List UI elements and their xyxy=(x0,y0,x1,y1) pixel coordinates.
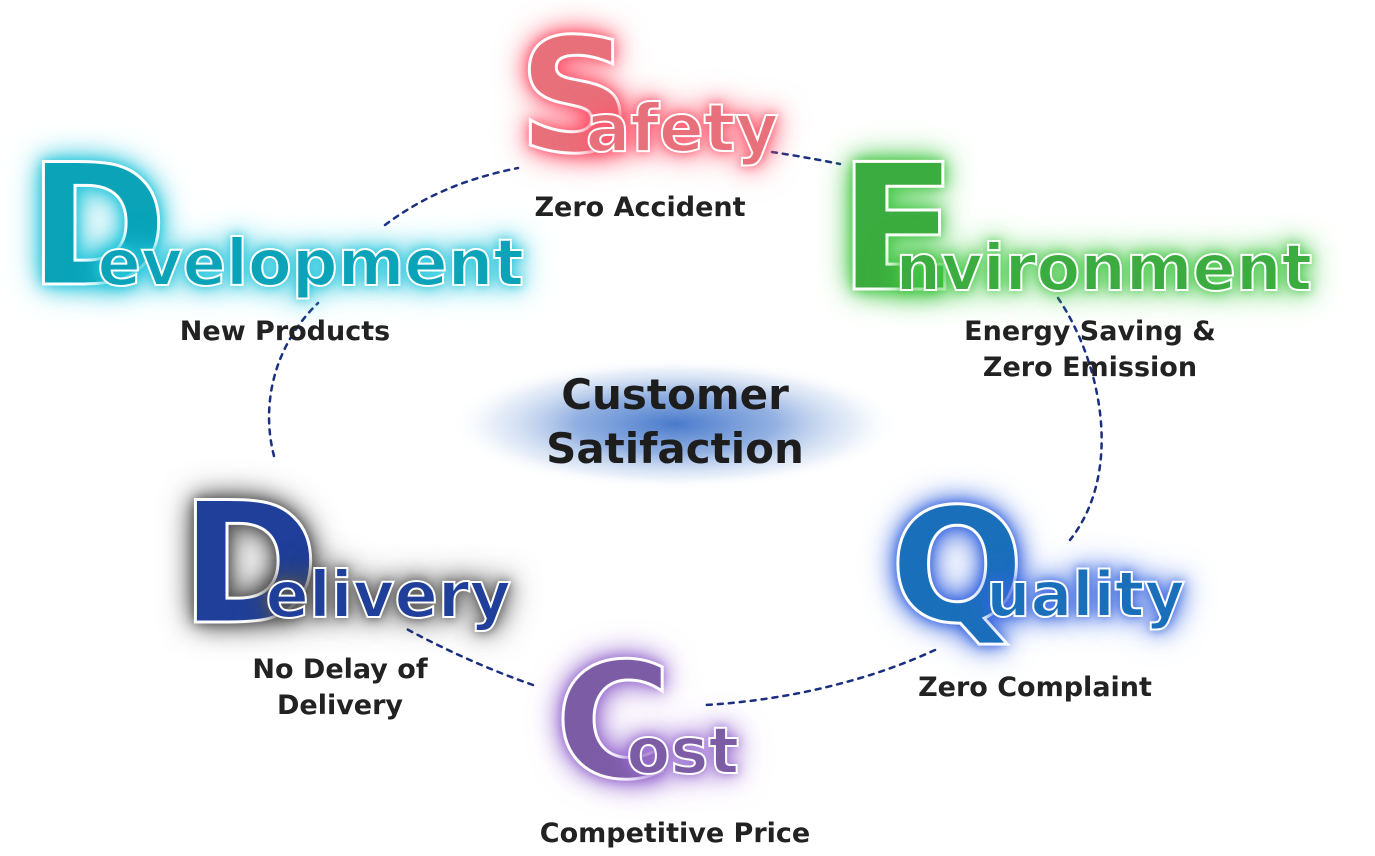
safety-caption: Zero Accident xyxy=(465,190,815,226)
center-title-line-1: Customer xyxy=(561,370,789,419)
cost-word: Cost xyxy=(553,628,740,815)
connector-environment-quality xyxy=(1056,296,1103,542)
safety-caption-line-1: Zero Accident xyxy=(534,192,746,223)
delivery-rest-text: elivery xyxy=(264,559,512,633)
delivery-word: Delivery xyxy=(178,466,512,662)
quality-caption-line-1: Zero Complaint xyxy=(918,672,1152,703)
connector-quality-cost xyxy=(703,648,937,707)
center-glow xyxy=(450,358,900,490)
connector-safety-environment xyxy=(770,150,842,166)
development-caption: New Products xyxy=(140,314,430,350)
safety-word: Safety xyxy=(517,5,780,189)
connector-development-safety xyxy=(383,166,520,227)
development-caption-line-1: New Products xyxy=(179,316,391,347)
center-title-line-2: Satifaction xyxy=(546,424,804,473)
development-big-letter: D xyxy=(26,128,168,324)
connector-lines xyxy=(267,150,1103,707)
quality-word: Quality xyxy=(888,475,1186,659)
quality-rest-text: uality xyxy=(985,558,1186,631)
development-word: Development xyxy=(26,128,524,324)
safety-big-letter: S xyxy=(517,5,634,189)
environment-caption-line-1: Energy Saving & xyxy=(964,316,1216,347)
safety-rest-text: afety xyxy=(585,90,780,167)
cost-caption: Competitive Price xyxy=(500,816,850,852)
development-rest-text: evelopment xyxy=(96,227,524,301)
environment-big-letter: E xyxy=(837,128,960,331)
delivery-caption-line-2: Delivery xyxy=(276,690,404,721)
connector-delivery-development xyxy=(267,301,320,458)
environment-caption-line-2: Zero Emission xyxy=(982,352,1198,383)
environment-rest-text: nvironment xyxy=(895,232,1314,306)
quality-big-letter: Q xyxy=(888,475,1025,659)
center-title: Customer Satifaction xyxy=(435,368,915,476)
environment-caption: Energy Saving & Zero Emission xyxy=(930,314,1250,386)
cost-caption-line-1: Competitive Price xyxy=(539,818,811,849)
delivery-caption-line-1: No Delay of xyxy=(252,654,428,685)
delivery-big-letter: D xyxy=(178,466,320,662)
environment-word: Environment xyxy=(837,128,1314,331)
cost-rest-text: ost xyxy=(625,715,740,789)
quality-caption: Zero Complaint xyxy=(875,670,1195,706)
delivery-caption: No Delay of Delivery xyxy=(200,652,480,724)
cost-big-letter: C xyxy=(553,628,673,815)
connector-cost-delivery xyxy=(401,625,535,687)
